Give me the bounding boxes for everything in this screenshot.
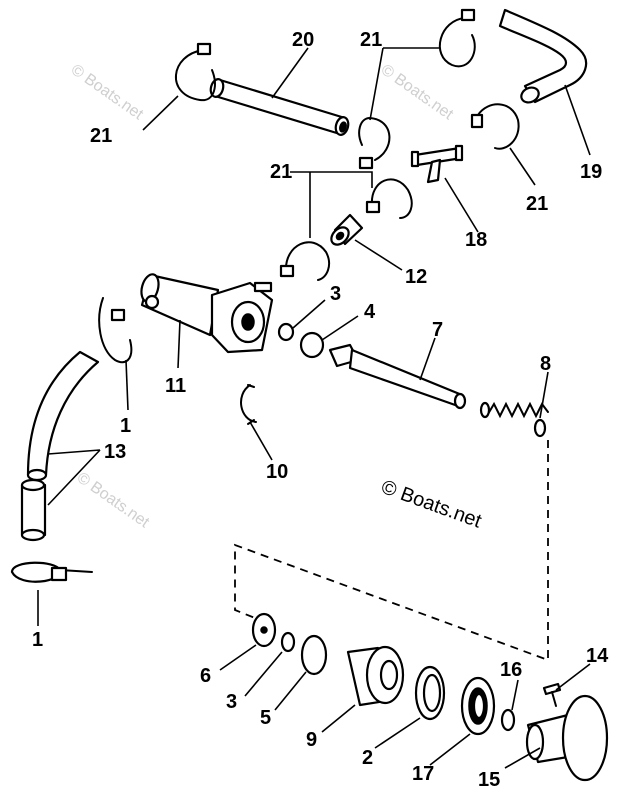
part-21-clamp-top-right: [438, 8, 476, 68]
callout-21-top-mid: 21: [360, 29, 382, 51]
callout-13: 13: [104, 441, 126, 463]
part-2-ring: [414, 665, 446, 721]
part-15-knob: [525, 694, 609, 782]
part-6-washer: [251, 612, 277, 648]
part-21-clamp-mid-lower: [279, 241, 330, 281]
callout-9: 9: [306, 729, 317, 751]
part-1-clamp-lower: [10, 561, 93, 583]
part-21-clamp-right: [470, 103, 520, 150]
callout-12: 12: [405, 266, 427, 288]
part-3-oring-upper: [277, 322, 295, 342]
part-21-clamp-top-center: [358, 116, 391, 170]
part-10-snap-ring: [240, 384, 257, 425]
part-17-nut: [460, 676, 496, 736]
copyright-caption: © Boats.net: [378, 476, 484, 533]
callout-16: 16: [500, 659, 522, 681]
watermark-top-right: © Boats.net: [378, 61, 457, 123]
callout-14: 14: [586, 645, 609, 667]
callout-21-top-left: 21: [90, 125, 112, 147]
callout-11: 11: [165, 375, 186, 397]
callout-17: 17: [412, 763, 434, 785]
watermark-left: © Boats.net: [74, 469, 153, 531]
part-16-oring: [500, 708, 516, 732]
part-7-shaft: [328, 343, 467, 410]
callout-19: 19: [580, 161, 602, 183]
callout-5: 5: [260, 707, 271, 729]
part-11-housing: [140, 273, 274, 354]
part-18-tee-fitting: [410, 144, 464, 184]
part-19-bent-hose: [498, 8, 588, 104]
part-21-clamp-mid-upper: [365, 178, 413, 219]
callout-10: 10: [266, 461, 288, 483]
callout-6: 6: [200, 665, 211, 687]
part-1-clamp-upper: [98, 297, 133, 364]
part-9-bushing: [346, 645, 405, 707]
part-21-clamp-top-left: [174, 42, 216, 102]
callout-4: 4: [364, 301, 376, 323]
part-12-coupler: [330, 213, 364, 246]
callout-3-upper: 3: [330, 283, 341, 305]
callout-7: 7: [432, 319, 443, 341]
part-5-oring: [300, 634, 328, 676]
leader-lines: [37, 47, 591, 769]
part-14-screw: [542, 682, 562, 707]
part-8-spring: [479, 401, 549, 438]
callout-15: 15: [478, 769, 500, 791]
callout-3-lower: 3: [226, 691, 237, 713]
callout-1-lower: 1: [32, 629, 43, 651]
part-4-oring: [299, 331, 325, 359]
callout-20: 20: [292, 29, 314, 51]
callout-21-mid: 21: [270, 161, 292, 183]
callout-2: 2: [362, 747, 373, 769]
part-20-hose: [209, 78, 350, 136]
callout-1-upper: 1: [120, 415, 131, 437]
callout-18: 18: [465, 229, 487, 251]
callout-21-right: 21: [526, 193, 548, 215]
assembly-dashed-line: [234, 440, 549, 662]
part-13-hose: [20, 350, 100, 542]
callout-8: 8: [540, 353, 551, 375]
part-3-oring-lower: [280, 631, 296, 653]
watermark-top-left: © Boats.net: [68, 61, 147, 123]
